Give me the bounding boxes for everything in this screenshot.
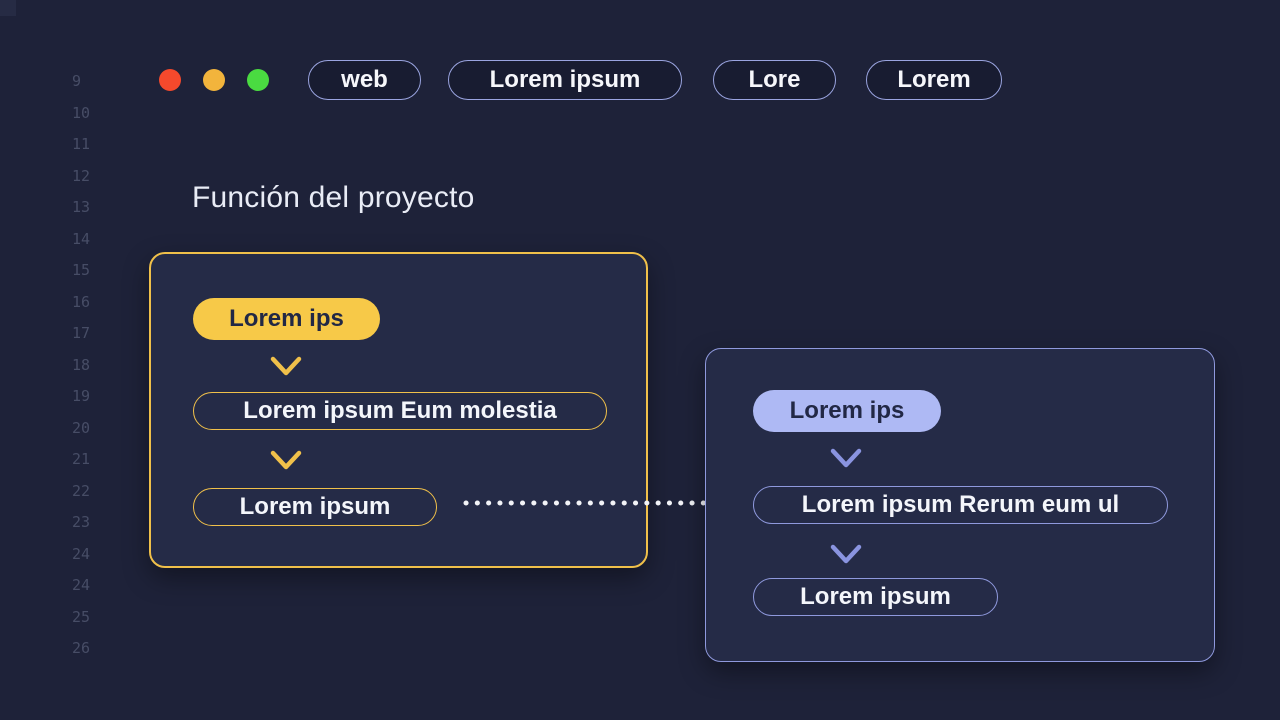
tab-web[interactable]: web: [308, 60, 421, 100]
line-number: 26: [72, 639, 91, 657]
minimize-button[interactable]: [203, 69, 225, 91]
chevron-down-icon: [830, 448, 862, 468]
line-number: 15: [72, 261, 91, 279]
line-number-gutter: 9 10 11 12 13 14 15 16 17 18 19 20 21 22 23 24 24 25 26: [72, 66, 112, 665]
page-title: Función del proyecto: [192, 181, 475, 214]
line-number: 25: [72, 607, 91, 626]
flow-node-step[interactable]: Lorem ipsum Rerum eum ul: [753, 486, 1168, 524]
line-number: 14: [72, 229, 91, 248]
chevron-down-icon: [830, 544, 862, 564]
window-controls: [159, 69, 269, 91]
tab-lorem-ipsum[interactable]: Lorem ipsum: [448, 60, 682, 100]
chevron-down-icon: [270, 450, 302, 470]
line-number: 20: [72, 418, 91, 437]
flow-node-start[interactable]: Lorem ips: [193, 298, 380, 340]
line-number: 17: [72, 324, 91, 342]
flow-panel-target: Lorem ips Lorem ipsum Rerum eum ul Lorem…: [705, 348, 1215, 662]
line-number: 19: [72, 387, 91, 405]
corner-artifact: [0, 0, 16, 16]
line-number: 16: [72, 292, 91, 311]
flow-panel-source: Lorem ips Lorem ipsum Eum molestia Lorem…: [149, 252, 648, 568]
line-number: 13: [72, 198, 91, 216]
line-number: 24: [72, 544, 91, 563]
chevron-down-icon: [270, 356, 302, 376]
tab-lore[interactable]: Lore: [713, 60, 836, 100]
line-number: 21: [72, 450, 91, 468]
flow-node-result[interactable]: Lorem ipsum: [193, 488, 437, 526]
line-number: 12: [72, 166, 91, 185]
line-number: 9: [72, 72, 82, 90]
flow-node-result[interactable]: Lorem ipsum: [753, 578, 998, 616]
tab-lorem[interactable]: Lorem: [866, 60, 1002, 100]
line-number: 11: [72, 135, 91, 153]
line-number: 18: [72, 355, 91, 374]
flow-node-step[interactable]: Lorem ipsum Eum molestia: [193, 392, 607, 430]
line-number: 23: [72, 513, 91, 531]
flow-node-start[interactable]: Lorem ips: [753, 390, 941, 432]
line-number: 22: [72, 481, 91, 500]
close-button[interactable]: [159, 69, 181, 91]
zoom-button[interactable]: [247, 69, 269, 91]
line-number: 10: [72, 103, 91, 122]
line-number: 24: [72, 576, 91, 594]
